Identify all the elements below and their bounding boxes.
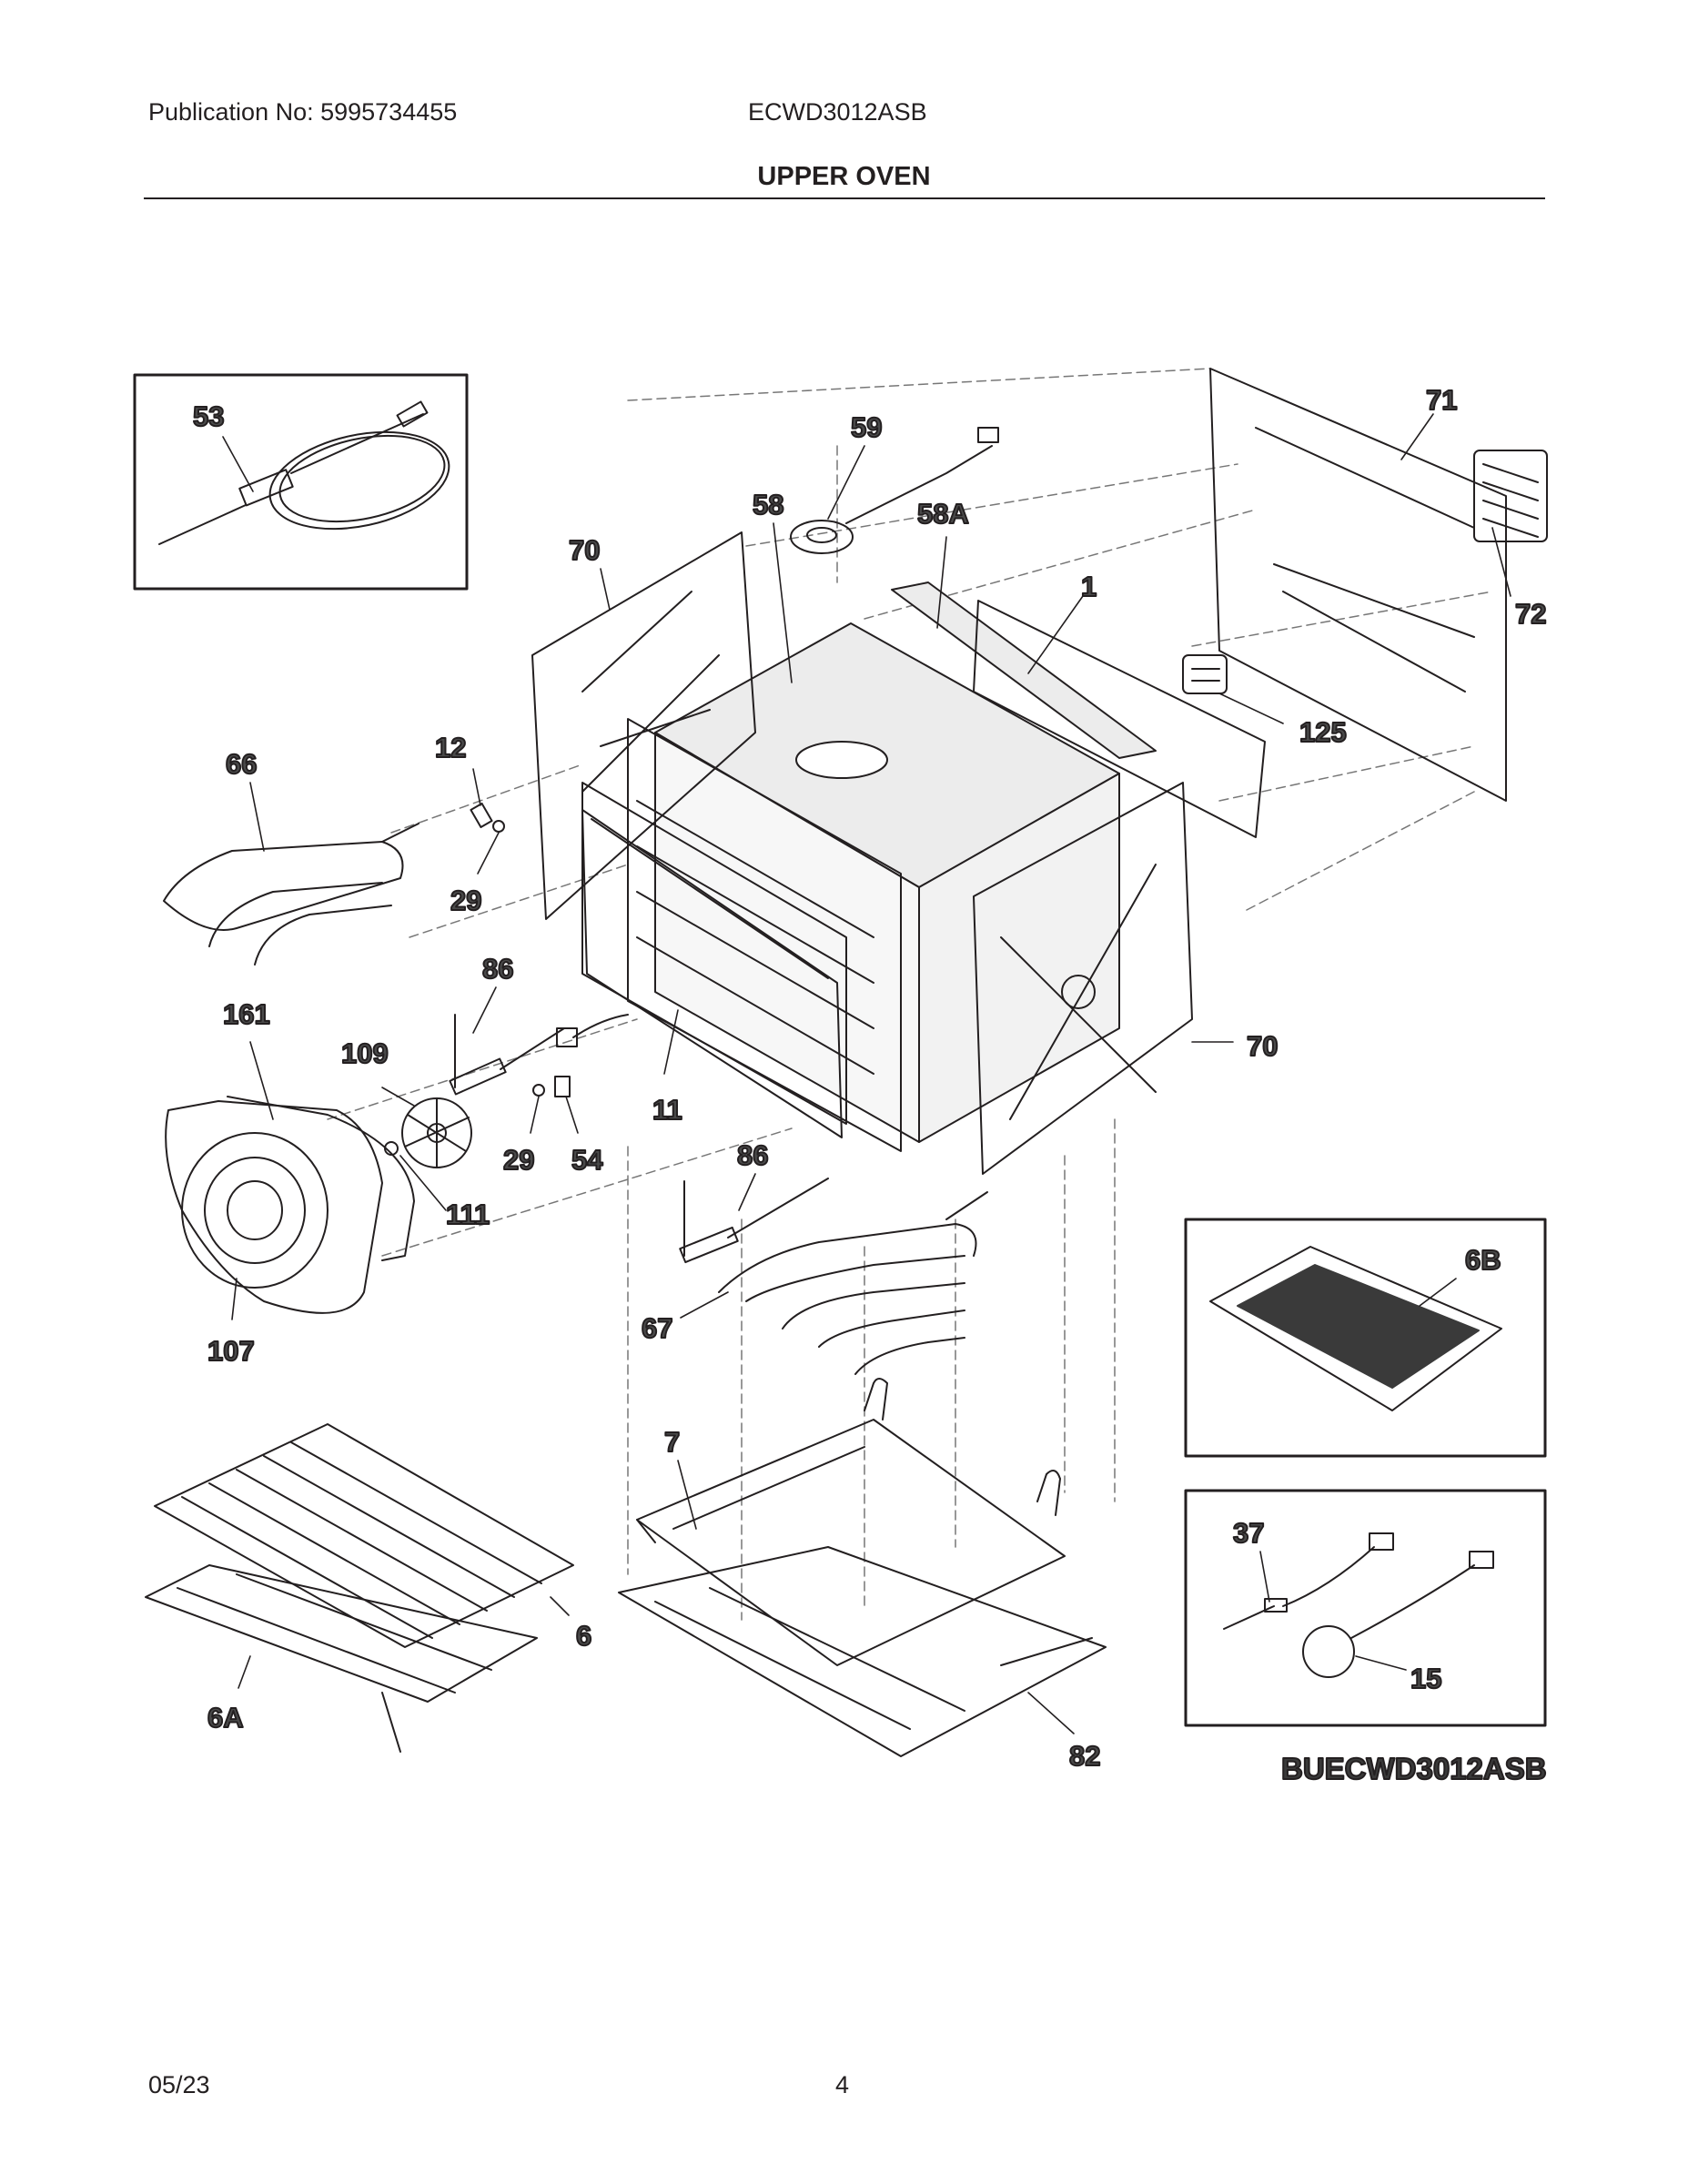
page-title: UPPER OVEN <box>757 162 931 191</box>
callout-125: 125 <box>1299 716 1347 748</box>
callout-numbers: 53 59 58 58A 70 1 71 72 125 66 12 29 86 … <box>192 383 1547 1773</box>
inset-box-sensors <box>1184 1489 1547 1727</box>
callout-54: 54 <box>571 1144 603 1176</box>
callout-70-lower: 70 <box>1247 1030 1278 1062</box>
door-switch-drawing <box>556 1014 629 1047</box>
callout-7: 7 <box>664 1426 680 1458</box>
convection-fan-drawing <box>384 1097 472 1168</box>
leader-lines <box>222 413 1511 1734</box>
callout-86-lower: 86 <box>737 1139 768 1171</box>
callout-6a: 6A <box>207 1702 244 1734</box>
publication-date: 05/23 <box>148 2071 210 2098</box>
diagram-code: BUECWD3012ASB <box>1281 1752 1547 1785</box>
floor-assembly-drawing <box>618 1546 1107 1757</box>
model-number: ECWD3012ASB <box>748 98 927 126</box>
callout-58a: 58A <box>917 498 969 530</box>
sensor-harness-drawing <box>1223 1532 1494 1678</box>
callout-1: 1 <box>1081 571 1097 602</box>
temperature-sensor-drawing <box>449 1014 829 1264</box>
callout-37: 37 <box>1233 1517 1264 1549</box>
small-fasteners-drawing <box>470 802 571 1097</box>
callout-70-upper: 70 <box>569 534 600 566</box>
connector-125-drawing <box>1182 654 1228 694</box>
oven-cavity-drawing <box>581 718 1120 1152</box>
broil-element-drawing <box>163 823 419 966</box>
callout-12: 12 <box>435 732 466 763</box>
door-frame-drawing <box>581 809 843 1138</box>
callout-15: 15 <box>1410 1663 1441 1694</box>
callout-71: 71 <box>1426 384 1457 416</box>
sensor-disc-drawing <box>790 427 999 554</box>
callout-29-lower: 29 <box>503 1144 534 1176</box>
callout-107: 107 <box>207 1335 255 1367</box>
callout-86-upper: 86 <box>482 953 513 985</box>
callout-67: 67 <box>642 1312 672 1344</box>
title-divider <box>144 197 1545 199</box>
meat-probe-drawing <box>158 400 450 545</box>
callout-59: 59 <box>851 411 882 443</box>
convection-housing-drawing <box>165 1096 415 1314</box>
callout-29-upper: 29 <box>450 885 481 916</box>
inset-box-probe <box>133 373 469 591</box>
bake-element-drawing <box>718 1191 988 1375</box>
rear-assembly-drawing <box>973 368 1548 838</box>
bottom-tray-drawing <box>636 1378 1066 1666</box>
callout-109: 109 <box>341 1037 389 1069</box>
oven-racks-drawing <box>145 1423 574 1753</box>
callout-53: 53 <box>193 400 224 432</box>
steam-tray-drawing <box>1209 1246 1502 1411</box>
side-panels-drawing <box>531 531 1193 1175</box>
callout-72: 72 <box>1515 598 1546 630</box>
page-number: 4 <box>835 2071 850 2098</box>
callout-111: 111 <box>446 1198 490 1230</box>
inset-box-steam-tray <box>1184 1218 1547 1458</box>
callout-161: 161 <box>223 998 270 1030</box>
callout-6: 6 <box>576 1620 591 1652</box>
callout-11: 11 <box>652 1094 682 1126</box>
callout-66: 66 <box>226 748 257 780</box>
callout-82: 82 <box>1069 1740 1100 1772</box>
callout-6b: 6B <box>1465 1244 1501 1276</box>
callout-58: 58 <box>753 489 783 521</box>
publication-number: Publication No: 5995734455 <box>148 98 458 126</box>
